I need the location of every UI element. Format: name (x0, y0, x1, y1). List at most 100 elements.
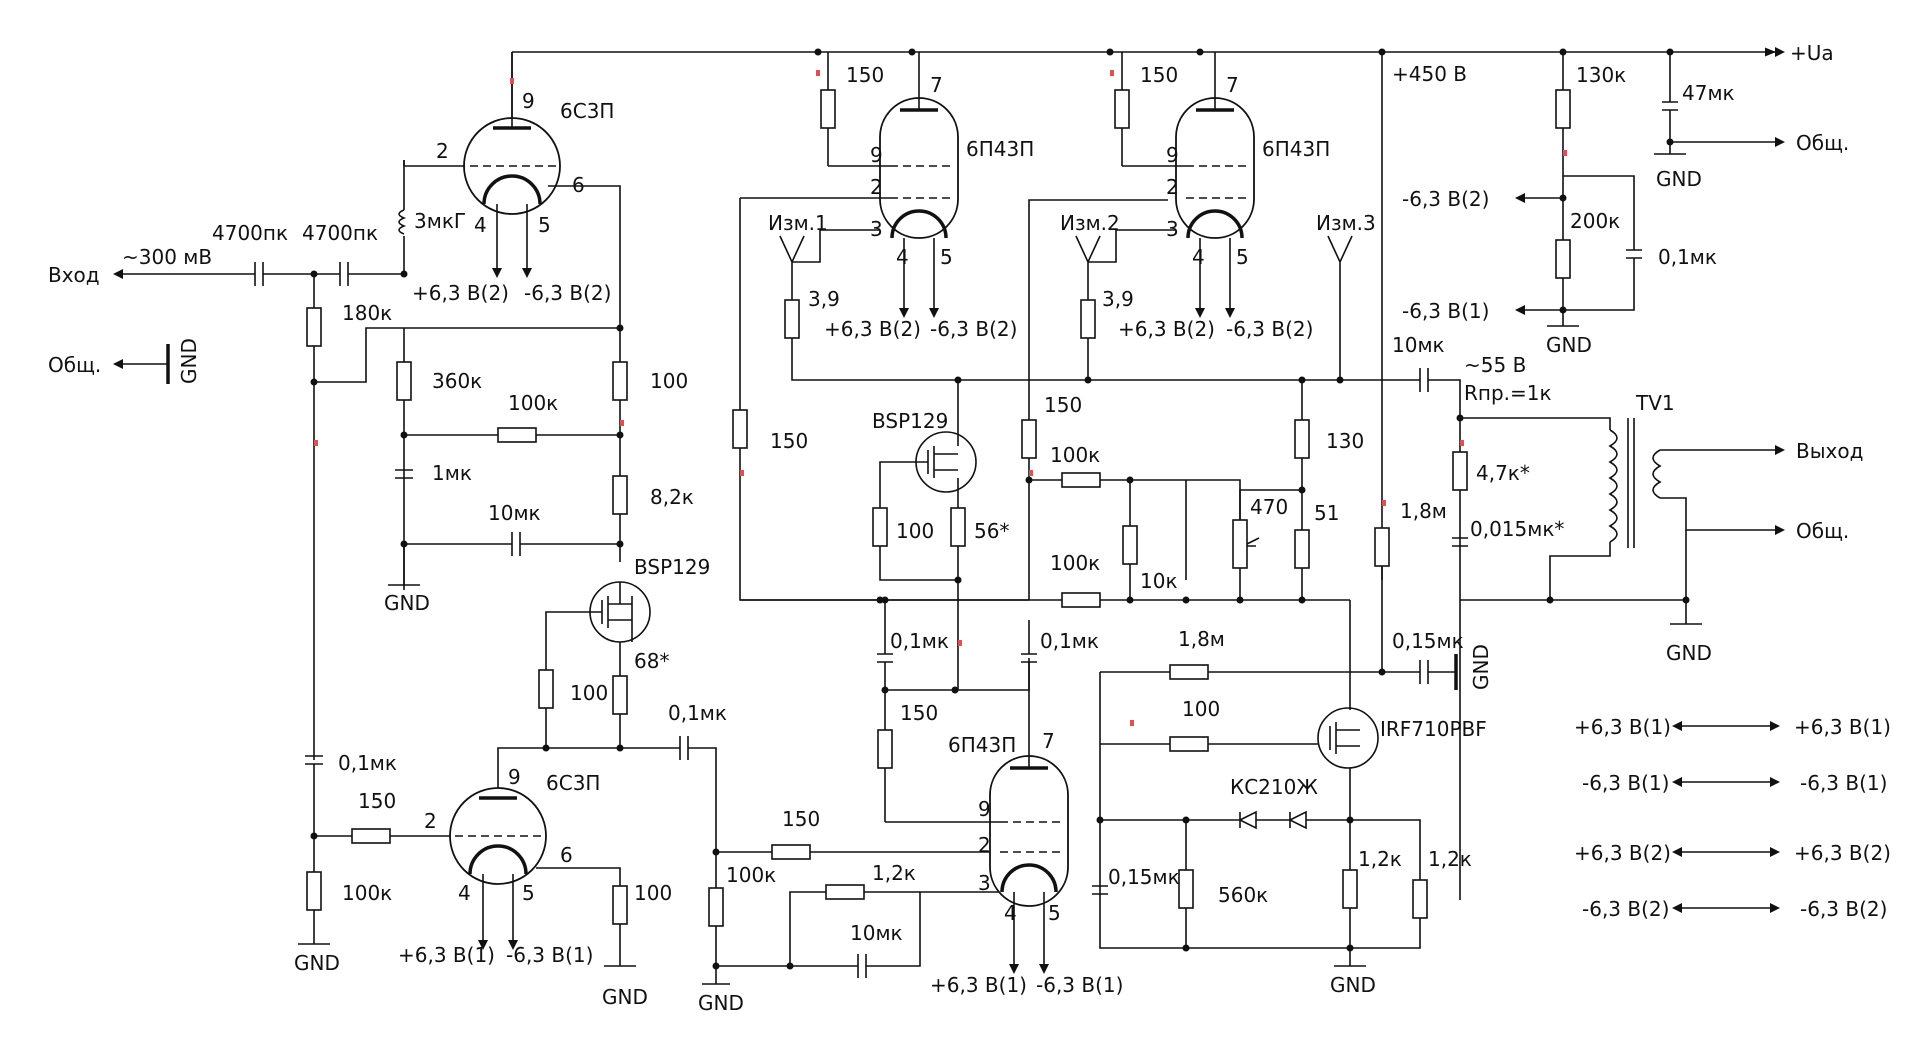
svg-text:2: 2 (978, 833, 991, 857)
legend-right-3: +6,3 В(2) (1794, 841, 1891, 865)
svg-text:100к: 100к (342, 881, 392, 905)
svg-text:68*: 68* (634, 649, 669, 673)
svg-text:3: 3 (870, 217, 883, 241)
svg-text:-6,3 В(2): -6,3 В(2) (524, 281, 611, 305)
tube-v4: 6П43П 7 9 2 3 4 5 +6,3 В(2) -6,3 В(2) (1116, 52, 1330, 341)
neg-heater-1-label: -6,3 В(1) (1402, 299, 1489, 323)
svg-text:5: 5 (1048, 901, 1061, 925)
svg-text:0,1мк: 0,1мк (1658, 245, 1717, 269)
svg-text:-6,3 В(1): -6,3 В(1) (506, 943, 593, 967)
tube-v3: 6П43П 7 9 2 3 4 5 +6,3 В(2) -6,3 В(2) (740, 52, 1034, 341)
svg-text:GND: GND (1469, 644, 1493, 690)
svg-text:GND: GND (384, 591, 430, 615)
svg-text:+6,3 В(2): +6,3 В(2) (1118, 317, 1215, 341)
b-plus-rail: +Ua +450 В (511, 41, 1834, 580)
svg-text:560к: 560к (1218, 883, 1268, 907)
input-section: Вход ~300 мВ 4700пк 4700пк Общ. GND 180к (48, 221, 620, 760)
legend-right-2: -6,3 В(1) (1800, 771, 1887, 795)
svg-text:1,8м: 1,8м (1178, 627, 1225, 651)
meter-resistance-label: Rпр.=1к (1464, 381, 1552, 405)
svg-text:+6,3 В(2): +6,3 В(2) (824, 317, 921, 341)
resistor-180k: 180к (306, 274, 620, 386)
mid-coupling-network: 150 0,1мк 0,1мк 150 (877, 199, 1168, 822)
svg-text:100: 100 (570, 681, 608, 705)
svg-text:-6,3 В(2): -6,3 В(2) (930, 317, 1017, 341)
svg-text:150: 150 (846, 63, 884, 87)
v4-type: 6П43П (1262, 137, 1330, 161)
svg-text:56*: 56* (974, 519, 1009, 543)
inductor-3uh: 3мкГ (398, 160, 466, 274)
svg-text:3мкГ: 3мкГ (414, 209, 466, 233)
bias-network: 1,8м 0,15мк GND 1,8м 100 IRF710PBF КС210… (1092, 499, 1493, 997)
svg-text:7: 7 (1226, 73, 1239, 97)
svg-text:100к: 100к (1050, 443, 1100, 467)
v3-type: 6П43П (966, 137, 1034, 161)
input-capacitor-2: 4700пк (302, 221, 378, 286)
svg-text:130к: 130к (1576, 63, 1626, 87)
legend-left-2: -6,3 В(1) (1582, 771, 1669, 795)
svg-text:360к: 360к (432, 369, 482, 393)
supply-common-label: Общ. (1796, 131, 1849, 155)
svg-text:4: 4 (1192, 245, 1205, 269)
svg-text:10мк: 10мк (1392, 333, 1445, 357)
svg-text:5: 5 (1236, 245, 1249, 269)
svg-text:100к: 100к (1050, 551, 1100, 575)
legend-left-4: -6,3 В(2) (1582, 897, 1669, 921)
svg-text:5: 5 (538, 213, 551, 237)
probe-2-label: Изм.2 (1060, 211, 1120, 235)
current-source: BSP129 100 56* 100к 10к 100к 470 130 51 (740, 380, 1364, 690)
svg-text:1мк: 1мк (432, 461, 472, 485)
svg-text:9: 9 (978, 797, 991, 821)
svg-text:6: 6 (572, 173, 585, 197)
svg-text:6: 6 (560, 843, 573, 867)
svg-text:10мк: 10мк (488, 501, 541, 525)
svg-text:3: 3 (978, 871, 991, 895)
svg-text:100: 100 (634, 881, 672, 905)
heater-legend: +6,3 В(1) +6,3 В(1) -6,3 В(1) -6,3 В(1) … (1574, 715, 1891, 921)
svg-text:2: 2 (436, 139, 449, 163)
svg-text:150: 150 (782, 807, 820, 831)
zener-label: КС210Ж (1230, 775, 1318, 799)
probe-3-label: Изм.3 (1316, 211, 1376, 235)
svg-text:2: 2 (1166, 175, 1179, 199)
svg-text:51: 51 (1314, 501, 1339, 525)
svg-text:+6,3 В(2): +6,3 В(2) (412, 281, 509, 305)
svg-text:0,1мк: 0,1мк (338, 751, 397, 775)
legend-left-1: +6,3 В(1) (1574, 715, 1671, 739)
svg-text:100к: 100к (726, 863, 776, 887)
svg-text:3,9: 3,9 (808, 287, 840, 311)
svg-text:4: 4 (474, 213, 487, 237)
legend-right-1: +6,3 В(1) (1794, 715, 1891, 739)
svg-text:7: 7 (1042, 729, 1055, 753)
output-label: Выход (1796, 439, 1863, 463)
svg-text:+6,3 В(1): +6,3 В(1) (398, 943, 495, 967)
v5-type: 6П43П (948, 733, 1016, 757)
svg-text:150: 150 (1140, 63, 1178, 87)
plate-supply-label: +Ua (1790, 41, 1834, 65)
neg-heater-2-label: -6,3 В(2) (1402, 187, 1489, 211)
svg-text:0,1мк: 0,1мк (668, 701, 727, 725)
svg-text:2: 2 (870, 175, 883, 199)
pin-ticks (314, 70, 1567, 726)
v3-network: 150 150 Изм.1 3,9 (732, 52, 1360, 601)
v1-cathode-network: 360к 100к 1мк 10мк GND (384, 324, 624, 615)
svg-text:4700пк: 4700пк (302, 221, 378, 245)
svg-text:GND: GND (177, 338, 201, 384)
svg-text:9: 9 (508, 765, 521, 789)
svg-text:3,9: 3,9 (1102, 287, 1134, 311)
v4-network: 150 Изм.2 3,9 Изм.3 (954, 52, 1376, 384)
svg-text:4,7к*: 4,7к* (1476, 461, 1530, 485)
v1-plate-column: 100 8,2к BSP129 68* 100 (497, 361, 710, 788)
v1-type: 6С3П (560, 99, 614, 123)
svg-text:150: 150 (900, 701, 938, 725)
svg-text:0,15мк: 0,15мк (1108, 865, 1180, 889)
supply-filter: 130к -6,3 В(2) 200к -6,3 В(1) 0,1мк GND … (1402, 47, 1849, 357)
svg-text:10мк: 10мк (850, 921, 903, 945)
svg-text:1,2к: 1,2к (1358, 847, 1402, 871)
svg-text:GND: GND (698, 991, 744, 1015)
input-label: Вход (48, 263, 100, 287)
legend-left-3: +6,3 В(2) (1574, 841, 1671, 865)
svg-text:4700пк: 4700пк (212, 221, 288, 245)
svg-text:100: 100 (650, 369, 688, 393)
